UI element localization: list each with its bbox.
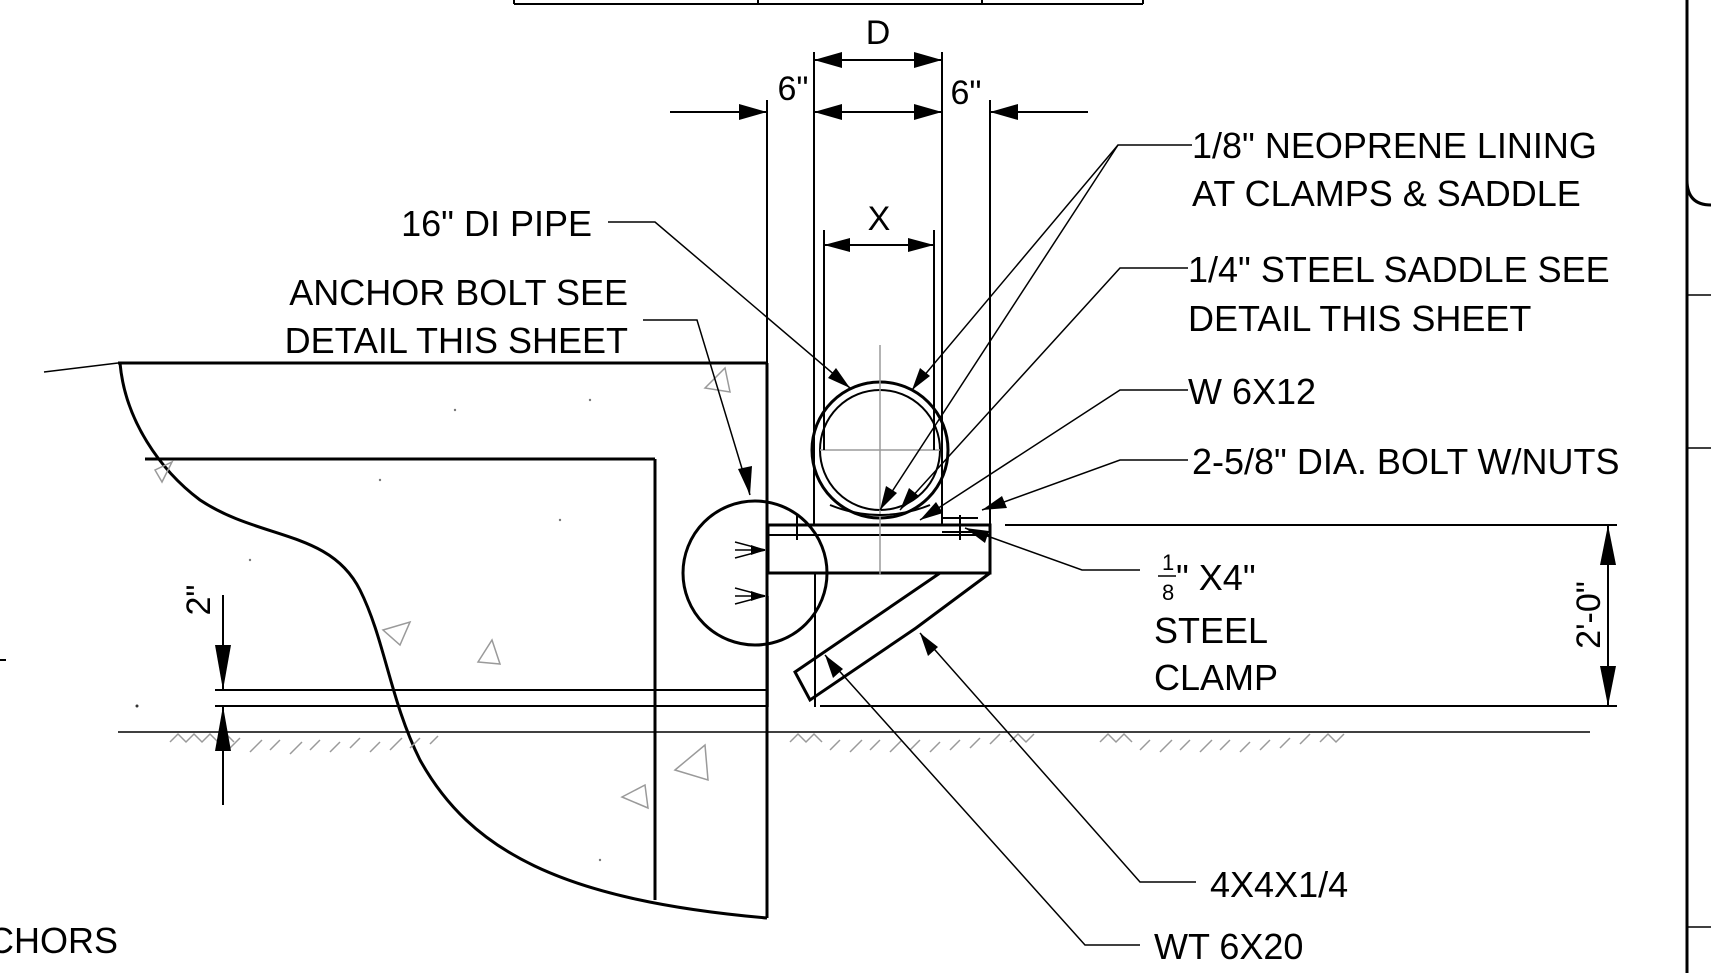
dim-height: 2'-0" — [1570, 525, 1616, 706]
angle-brace — [793, 571, 991, 703]
dim-d-label: D — [866, 14, 891, 52]
concrete-aggregate-marks — [135, 366, 731, 862]
label-neoprene-1: 1/8" NEOPRENE LINING — [1192, 125, 1597, 166]
label-bolt: 2-5/8" DIA. BOLT W/NUTS — [1192, 441, 1620, 482]
label-di-pipe: 16" DI PIPE — [401, 203, 592, 244]
leaders — [608, 144, 1196, 946]
w6x12-beam — [766, 523, 992, 707]
label-clamp-denominator: 8 — [1162, 580, 1174, 605]
label-clamp-1: " X4" — [1176, 557, 1256, 598]
label-clamp-3: CLAMP — [1154, 657, 1278, 698]
dim-d: D — [814, 14, 942, 68]
di-pipe — [766, 52, 991, 575]
label-anchor-bolt-1: ANCHOR BOLT SEE — [289, 272, 628, 313]
anchor-bolt-detail-circle — [681, 499, 829, 647]
label-anchor-bolt-2: DETAIL THIS SHEET — [285, 320, 628, 361]
label-beam: W 6X12 — [1188, 371, 1316, 412]
sheet-border-right — [1685, 0, 1711, 973]
dim-right-6in-label: 6" — [951, 74, 982, 112]
label-clamp-2: STEEL — [1154, 610, 1268, 651]
label-anchors-partial: CHORS — [0, 920, 118, 961]
base-lines — [215, 524, 1617, 707]
dim-embed: 2" — [180, 585, 231, 805]
dim-height-label: 2'-0" — [1570, 581, 1608, 649]
title-table-fragment — [513, 0, 1144, 5]
label-clamp-numerator: 1 — [1162, 550, 1174, 575]
dim-x-label: X — [868, 200, 891, 238]
dim-x: X — [824, 200, 934, 252]
label-neoprene-2: AT CLAMPS & SADDLE — [1192, 173, 1581, 214]
dim-left-6in-label: 6" — [778, 70, 809, 108]
label-tee: WT 6X20 — [1154, 926, 1303, 967]
label-angle: 4X4X1/4 — [1210, 864, 1348, 905]
label-saddle-2: DETAIL THIS SHEET — [1188, 298, 1531, 339]
label-saddle-1: 1/4" STEEL SADDLE SEE — [1188, 249, 1610, 290]
label-clamp: 1 8 " X4" STEEL CLAMP — [1154, 550, 1278, 698]
ground-line — [118, 731, 1590, 755]
concrete-pier — [43, 361, 769, 920]
bolt-marks — [786, 515, 978, 540]
dim-6in-clearances: 6" 6" — [670, 70, 1088, 120]
dim-embed-label: 2" — [180, 585, 218, 616]
